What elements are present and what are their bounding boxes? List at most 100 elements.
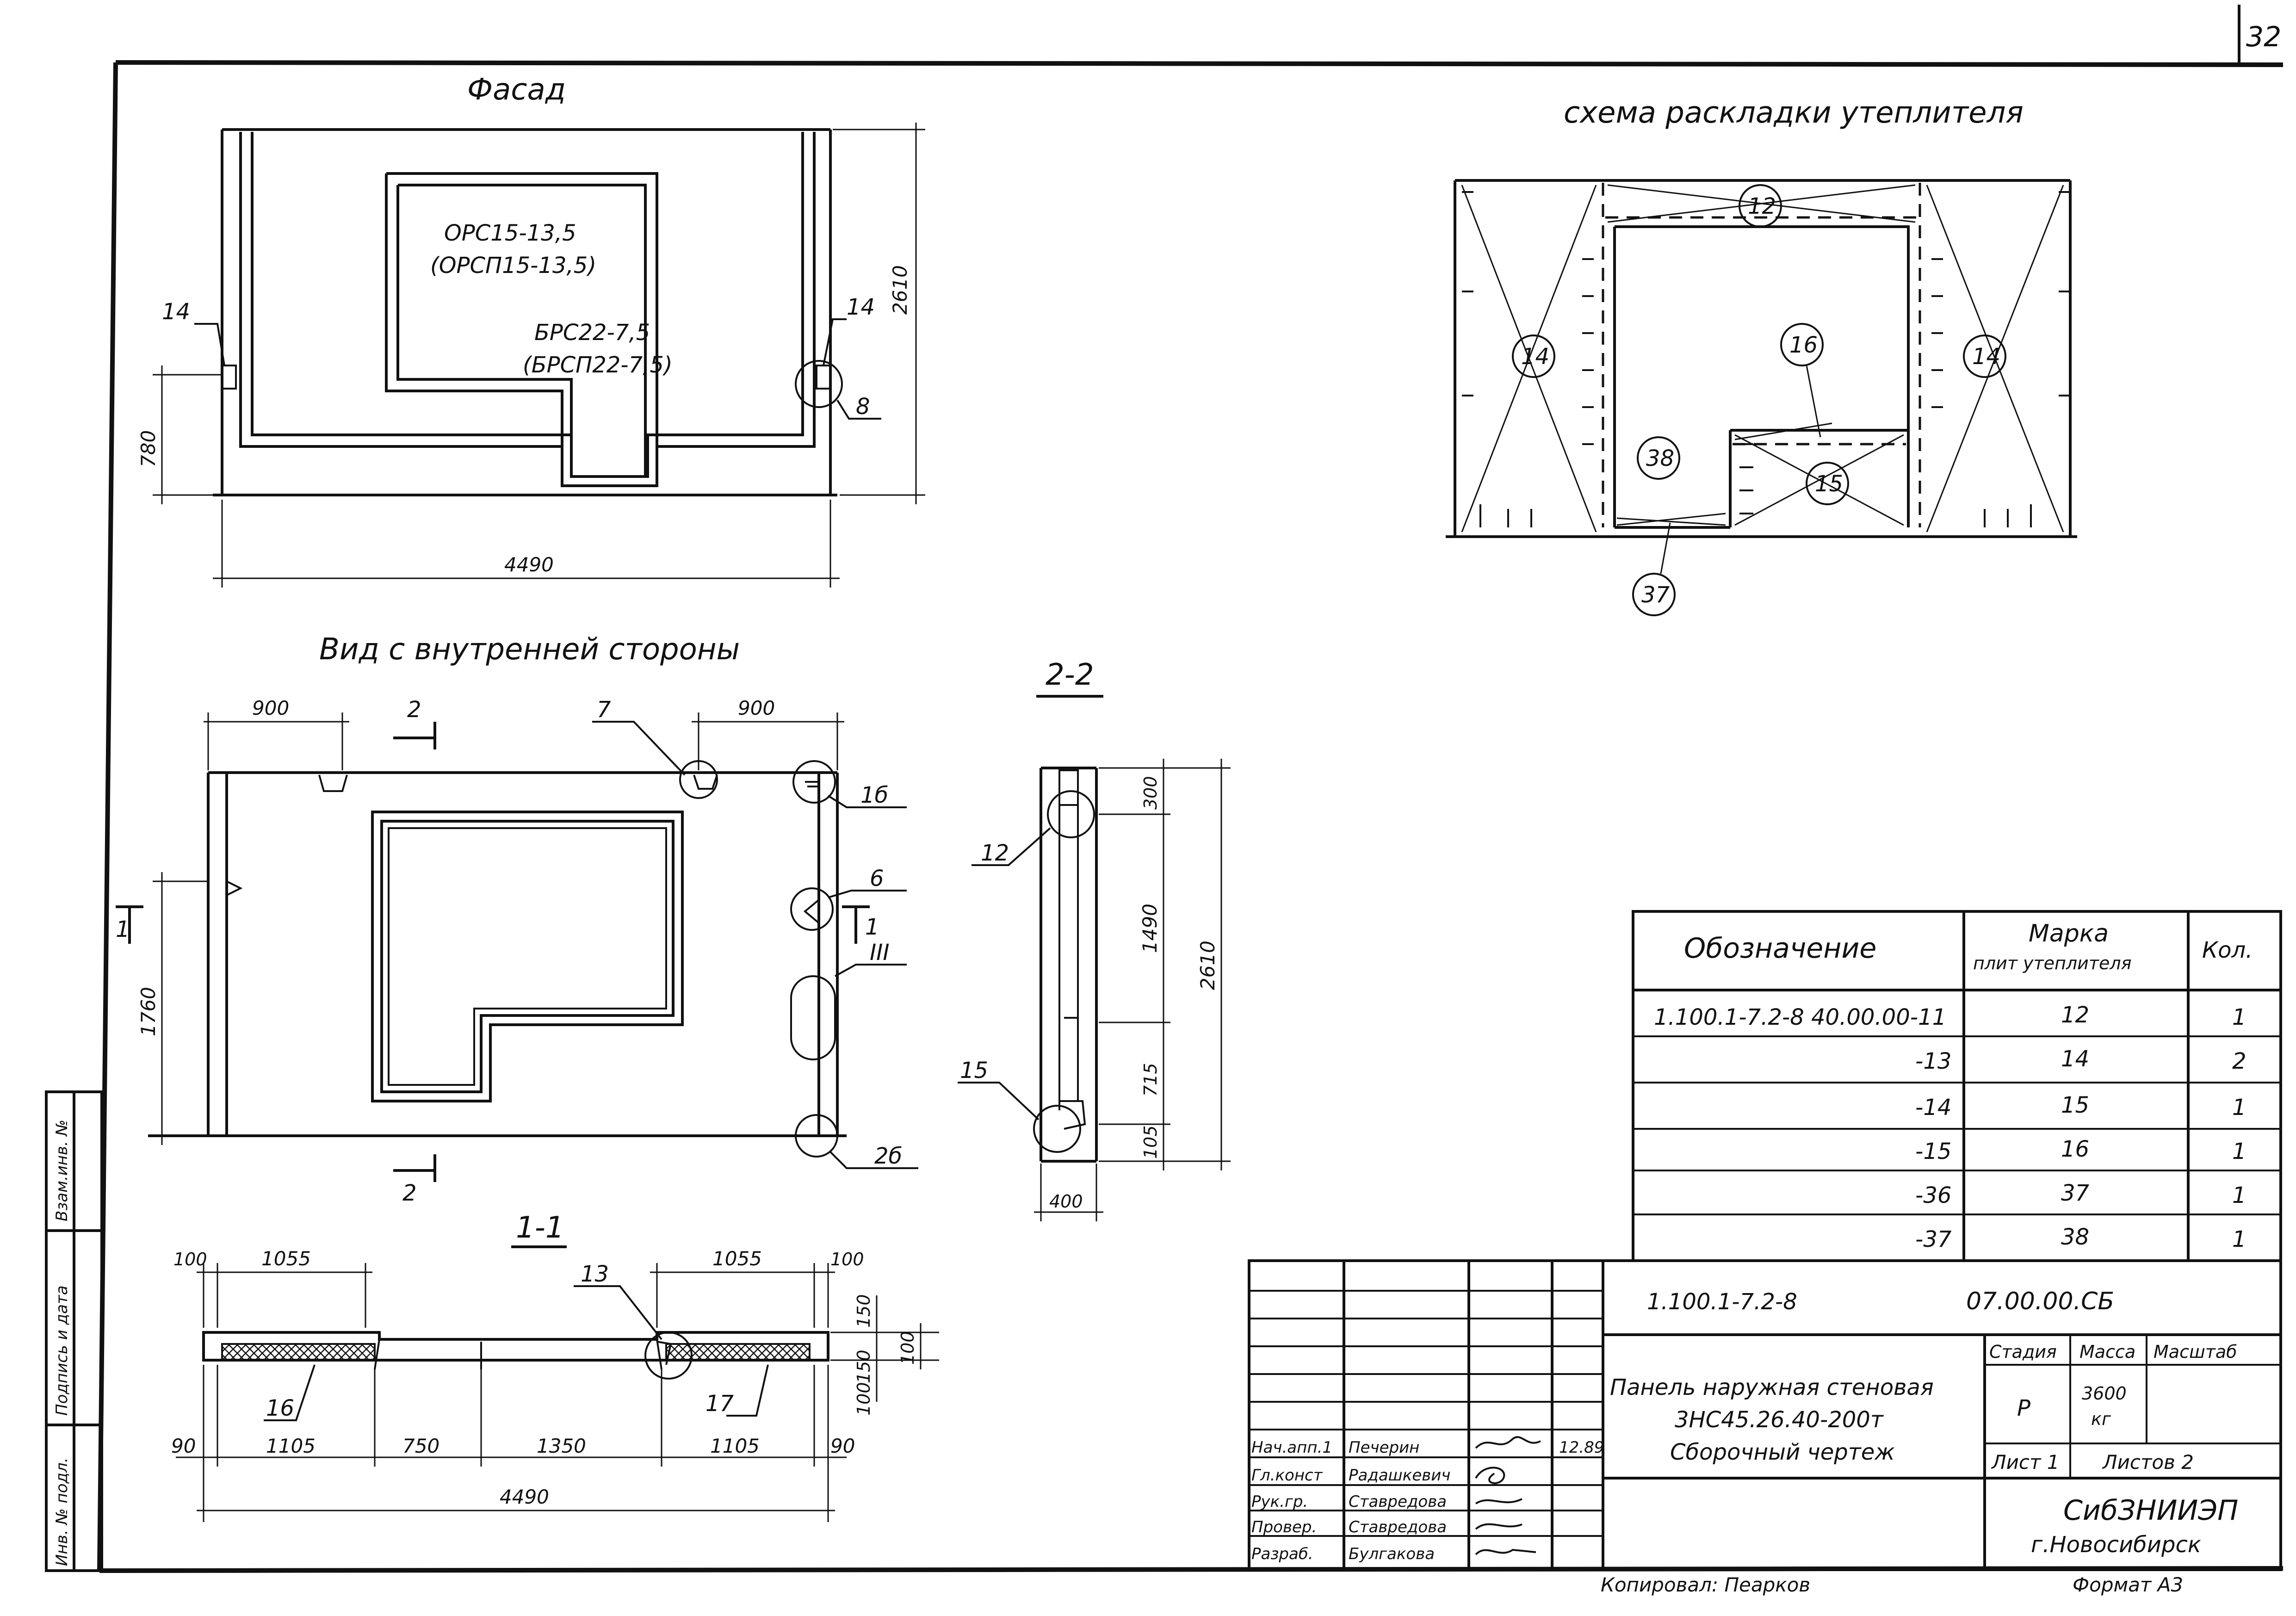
tb-stage-label: Стадия	[1989, 1342, 2057, 1362]
dim-1055-right: 1055	[712, 1247, 762, 1270]
tb-staff-role: Нач.апп.1	[1251, 1438, 1332, 1457]
tb-date: 12.89	[1559, 1438, 1604, 1457]
scheme-title: схема раскладки утеплителя	[1564, 96, 2024, 130]
spec-row-designation: -13	[1915, 1048, 1951, 1074]
door-mark: БРС22-7,5	[534, 320, 650, 346]
tb-staff-name: Радашкевич	[1349, 1466, 1450, 1485]
tb-staff-role: Провер.	[1251, 1518, 1317, 1536]
callout-7: 7	[597, 697, 611, 723]
facade-callout-14-right: 14	[847, 294, 875, 320]
tb-sheet: Лист 1	[1991, 1451, 2060, 1474]
spec-row-mark: 37	[2061, 1180, 2090, 1206]
spec-row-designation: -14	[1915, 1095, 1951, 1121]
tb-staff-name: Ставредова	[1349, 1492, 1447, 1511]
sheet-format: Формат А3	[2073, 1573, 2183, 1596]
dim-1350: 1350	[537, 1435, 586, 1457]
cut-2-bottom: 2	[402, 1180, 417, 1206]
signature	[1475, 1467, 1505, 1484]
tb-staff-role: Рук.гр.	[1251, 1492, 1308, 1511]
tb-staff-name: Печерин	[1349, 1438, 1419, 1457]
title-block: 1.100.1-7.2-8 07.00.00.СБ Панель наружна…	[1248, 1259, 2282, 1596]
scheme-mark-12: 12	[1748, 193, 1776, 219]
dim-150-b: 150	[854, 1350, 874, 1383]
tb-doc-number: 07.00.00.СБ	[1966, 1288, 2114, 1315]
tb-mass: 3600	[2082, 1383, 2127, 1404]
dim-300: 300	[1140, 776, 1161, 810]
page-number: 32	[2246, 21, 2281, 53]
dim-100-height: 100	[897, 1331, 918, 1365]
copied-by: Копировал: Пеарков	[1601, 1573, 1810, 1596]
spec-row-qty: 1	[2232, 1095, 2246, 1121]
dim-750: 750	[402, 1435, 439, 1457]
signature	[1475, 1436, 1541, 1449]
callout-6: 6	[870, 866, 884, 892]
spec-row-designation: -37	[1915, 1226, 1952, 1252]
spec-header-qty: Кол.	[2202, 937, 2253, 963]
tb-org: СибЗНИИЭП	[2063, 1494, 2238, 1527]
spec-header-designation: Обозначение	[1684, 932, 1876, 965]
spec-row-qty: 1	[2232, 1139, 2246, 1164]
stamp-signature-date: Подпись и дата	[53, 1285, 71, 1416]
spec-row-qty: 1	[2232, 1226, 2246, 1252]
facade-dim-width: 4490	[504, 553, 554, 576]
spec-table: Обозначение Марка плит утеплителя Кол. 1…	[1632, 910, 2282, 1262]
inner-view-title: Вид с внутренней стороны	[319, 632, 740, 667]
scheme-mark-14-right: 14	[1972, 344, 2000, 370]
tb-staff-name: Ставредова	[1349, 1518, 1447, 1536]
cut-1-right: 1	[865, 914, 879, 940]
spec-row-qty: 2	[2232, 1048, 2246, 1074]
dim-90-right: 90	[830, 1435, 855, 1457]
dim-100-vertical: 100	[854, 1382, 874, 1416]
tb-sheets: Листов 2	[2102, 1451, 2194, 1474]
spec-row-qty: 1	[2232, 1183, 2246, 1208]
tb-name-line3: Сборочный чертеж	[1670, 1439, 1895, 1465]
section-1-1: 1-1 13 16 17 100 1055 1055 100	[171, 1211, 939, 1522]
tb-mass-unit: кг	[2091, 1409, 2111, 1429]
dim-105: 105	[1140, 1125, 1161, 1159]
dim-150-a: 150	[854, 1294, 874, 1328]
dim-1055-left: 1055	[261, 1247, 311, 1270]
facade-callout-8: 8	[856, 394, 870, 420]
facade-callout-14-left: 14	[162, 299, 190, 325]
dim-900-left: 900	[252, 697, 289, 719]
callout-17: 17	[706, 1391, 734, 1417]
window-mark: ОРС15-13,5	[444, 220, 576, 246]
dim-1760: 1760	[137, 987, 160, 1036]
spec-row-mark: 38	[2061, 1224, 2089, 1250]
facade-dim-height: 2610	[889, 265, 911, 315]
scheme-mark-15: 15	[1815, 471, 1843, 497]
spec-row-mark: 12	[2061, 1002, 2089, 1028]
insulation-scheme: схема раскладки утеплителя 12	[1446, 96, 2077, 616]
tb-staff-role: Гл.конст	[1251, 1466, 1323, 1485]
scheme-mark-16: 16	[1789, 332, 1818, 358]
spec-header-mark: Марка	[2029, 920, 2109, 947]
callout-1b: 1б	[860, 782, 888, 808]
spec-row-qty: 1	[2232, 1004, 2246, 1030]
dim-1105-right: 1105	[710, 1435, 760, 1457]
tb-code: 1.100.1-7.2-8	[1647, 1289, 1797, 1315]
cut-2-top: 2	[407, 697, 421, 723]
scheme-mark-14-left: 14	[1521, 344, 1549, 370]
stamp-inv-replace: Взам.инв. №	[53, 1120, 71, 1221]
tb-staff-name: Булгакова	[1349, 1545, 1435, 1563]
dim-2610: 2610	[1196, 941, 1219, 990]
tb-name-line2: 3НС45.26.40-200т	[1675, 1407, 1884, 1433]
inner-view: Вид с внутренней стороны 7 1б 6 III 2б	[116, 632, 918, 1206]
section-22-title: 2-2	[1046, 658, 1094, 692]
dim-400: 400	[1049, 1191, 1083, 1212]
side-stamp: Инв. № подл. Подпись и дата Взам.инв. №	[45, 1090, 103, 1572]
spec-row-mark: 14	[2061, 1046, 2089, 1072]
facade-dim-780: 780	[137, 430, 160, 467]
signature	[1475, 1498, 1522, 1505]
dim-100-left-top: 100	[173, 1249, 207, 1269]
tb-staff-role: Разраб.	[1251, 1545, 1313, 1563]
callout-16: 16	[266, 1395, 294, 1421]
facade-title: Фасад	[467, 73, 566, 107]
spec-row-designation: -36	[1915, 1183, 1951, 1208]
section-2-2: 2-2 12 15 300 1490 715 105 2610 400	[958, 658, 1231, 1221]
tb-city: г.Новосибирск	[2031, 1532, 2201, 1558]
signature	[1475, 1548, 1536, 1555]
door-mark-alt: (БРСП22-7,5)	[523, 352, 673, 378]
spec-header-mark-sub: плит утеплителя	[1973, 953, 2132, 973]
